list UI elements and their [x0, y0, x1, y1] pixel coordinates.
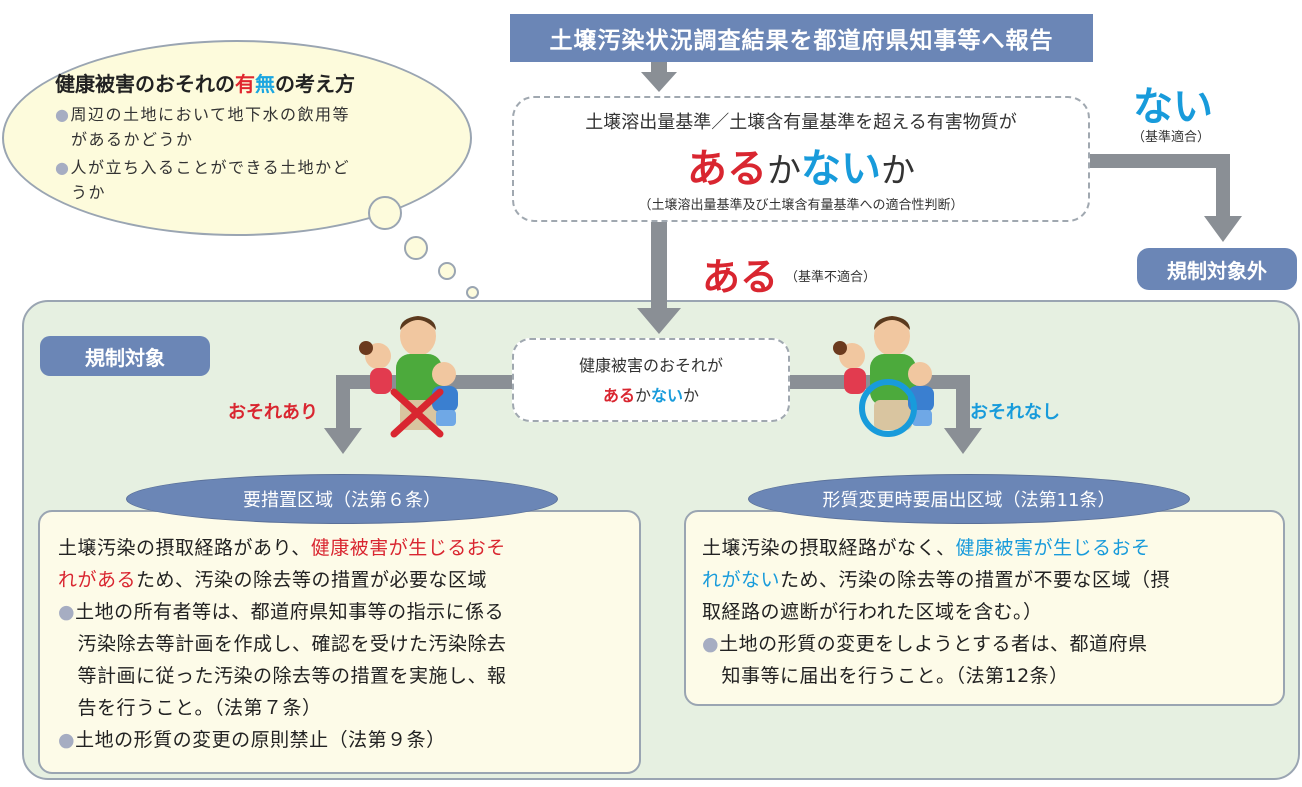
bubble-item-2: ●人が立ち入ることができる土地かど うか: [55, 158, 351, 202]
arrow-report-shaft: [651, 62, 667, 74]
card-line: れがないため、汚染の除去等の措置が不要な区域（摂: [702, 569, 1171, 591]
arrow-left-vertical: [336, 375, 350, 431]
left-zone-body: 土壌汚染の摂取経路があり、健康被害が生じるおそれがあるため、汚染の除去等の措置が…: [40, 512, 639, 756]
card-line: 取経路の遮断が行われた区域を含む。）: [702, 601, 1043, 623]
arrow-aru-head: [637, 308, 681, 334]
judgement-question: 土壌溶出量基準／土壌含有量基準を超える有害物質が: [585, 112, 1017, 133]
arrow-right-vertical: [956, 375, 970, 431]
card-line: 知事等に届出を行うこと。（法第12条）: [702, 665, 1069, 687]
card-line: ●土地の形質の変更をしようとする者は、都道府県: [702, 633, 1148, 655]
card-line: 土壌汚染の摂取経路がなく、健康被害が生じるおそ: [702, 537, 1151, 559]
right-zone-card: 土壌汚染の摂取経路がなく、健康被害が生じるおそれがないため、汚染の除去等の措置が…: [684, 510, 1285, 706]
aru-sub: （基準不適合）: [785, 270, 877, 285]
judgement-note: （土壌溶出量基準及び土壌含有量基準への適合性判断）: [638, 198, 964, 213]
bullet-icon: ●: [55, 105, 71, 124]
bubble-item-1: ●周辺の土地において地下水の飲用等 があるかどうか: [55, 105, 350, 149]
family-illustration-left-icon: [359, 316, 458, 430]
left-zone-card: 土壌汚染の摂取経路があり、健康被害が生じるおそれがあるため、汚染の除去等の措置が…: [38, 510, 641, 774]
right-zone-body: 土壌汚染の摂取経路がなく、健康被害が生じるおそれがないため、汚染の除去等の措置が…: [686, 512, 1283, 692]
card-line: ●土地の形質の変更の原則禁止（法第９条）: [58, 729, 446, 751]
aru-label: ある: [702, 255, 779, 299]
bubble-tail-dot-3: [438, 262, 456, 280]
nai-label: ない: [1133, 84, 1213, 130]
arrow-nai-head: [1204, 216, 1242, 242]
circle-mark-icon: [859, 379, 917, 437]
bullet-icon: ●: [58, 729, 76, 751]
judgement-box: [512, 96, 1090, 222]
out-of-scope-box: 規制対象外: [1137, 248, 1297, 290]
nai-sub: （基準適合）: [1132, 130, 1211, 145]
arrow-nai-horizontal: [1090, 154, 1230, 168]
card-line: 告を行うこと。（法第７条）: [58, 697, 322, 719]
report-box: 土壌汚染状況調査結果を都道府県知事等へ報告: [510, 14, 1093, 62]
health-risk-box: [512, 338, 790, 422]
card-line: ●土地の所有者等は、都道府県知事等の指示に係る: [58, 601, 505, 623]
bubble-tail-dot-4: [466, 286, 479, 299]
bubble-tail-dot-1: [368, 196, 402, 230]
bullet-icon: ●: [55, 158, 71, 177]
thought-bubble-title: 健康被害のおそれの有無の考え方: [55, 72, 355, 96]
bullet-icon: ●: [702, 633, 720, 655]
arrow-left-head: [324, 428, 362, 454]
cross-mark-icon: [390, 388, 444, 438]
family-illustration-right-icon: [833, 316, 934, 430]
health-risk-aru-ka-nai-ka: あるかないか: [602, 386, 700, 405]
card-line: 土壌汚染の摂取経路があり、健康被害が生じるおそ: [58, 537, 506, 559]
bubble-tail-dot-2: [404, 236, 428, 260]
card-line: 汚染除去等計画を作成し、確認を受けた汚染除去: [58, 633, 507, 655]
risk-yes-label: おそれあり: [228, 402, 318, 423]
left-zone-header: 要措置区域（法第６条）: [126, 474, 558, 524]
right-zone-header: 形質変更時要届出区域（法第11条）: [748, 474, 1190, 524]
risk-no-label: おそれなし: [970, 402, 1060, 423]
judgement-aru-ka-nai-ka: あるかないか: [687, 146, 915, 192]
arrow-report-head: [641, 72, 677, 92]
regulated-badge: 規制対象: [40, 336, 210, 376]
report-text: 土壌汚染状況調査結果を都道府県知事等へ報告: [549, 28, 1054, 54]
bullet-icon: ●: [58, 601, 76, 623]
card-line: 等計画に従った汚染の除去等の措置を実施し、報: [58, 665, 507, 687]
arrow-nai-vertical: [1216, 154, 1230, 220]
card-line: れがあるため、汚染の除去等の措置が必要な区域: [58, 569, 488, 591]
arrow-aru-shaft: [651, 222, 667, 310]
arrow-right-head: [944, 428, 982, 454]
health-risk-question: 健康被害のおそれが: [578, 356, 723, 375]
